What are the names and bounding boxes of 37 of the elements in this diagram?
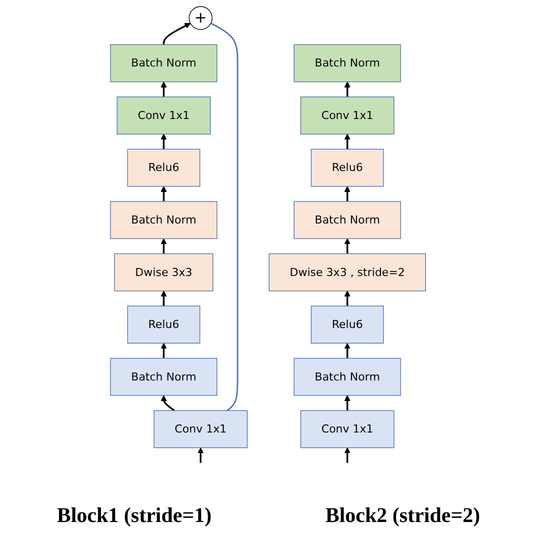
arrow [161, 395, 176, 412]
arrow [344, 447, 351, 463]
node-box: Dwise 3x3 , stride=2 [269, 253, 426, 292]
node-box: Batch Norm [294, 358, 402, 396]
node-box: Conv 1x1 [154, 410, 248, 448]
node-box: Dwise 3x3 [114, 253, 214, 292]
node-box: Conv 1x1 [117, 96, 212, 134]
node-circle: + [189, 6, 213, 30]
arrow [198, 447, 204, 463]
arrow [344, 186, 351, 202]
node-box: Relu6 [311, 148, 384, 187]
node-box: Conv 1x1 [300, 96, 395, 134]
arrow [344, 395, 351, 411]
block-caption: Block1 (stride=1) [56, 502, 212, 528]
arrow [344, 342, 351, 358]
node-box: Batch Norm [110, 358, 218, 396]
node-box: Batch Norm [294, 44, 402, 82]
arrow [344, 290, 351, 306]
arrow [161, 186, 168, 202]
arrow [161, 290, 168, 306]
arrow [161, 238, 168, 254]
node-box: Batch Norm [110, 44, 218, 82]
arrow [161, 342, 168, 358]
block-caption: Block2 (stride=2) [325, 502, 480, 528]
node-box: Relu6 [311, 306, 384, 344]
node-box: Batch Norm [294, 201, 402, 239]
arrow [344, 238, 351, 254]
node-box: Batch Norm [110, 201, 218, 239]
connector [211, 22, 239, 412]
node-box: Relu6 [128, 148, 201, 187]
arrow [161, 82, 168, 97]
node-box: Conv 1x1 [300, 410, 395, 448]
arrow [161, 134, 168, 150]
arrow [163, 23, 192, 45]
node-box: Relu6 [128, 306, 201, 344]
arrow [344, 82, 351, 97]
arrow [344, 134, 351, 150]
